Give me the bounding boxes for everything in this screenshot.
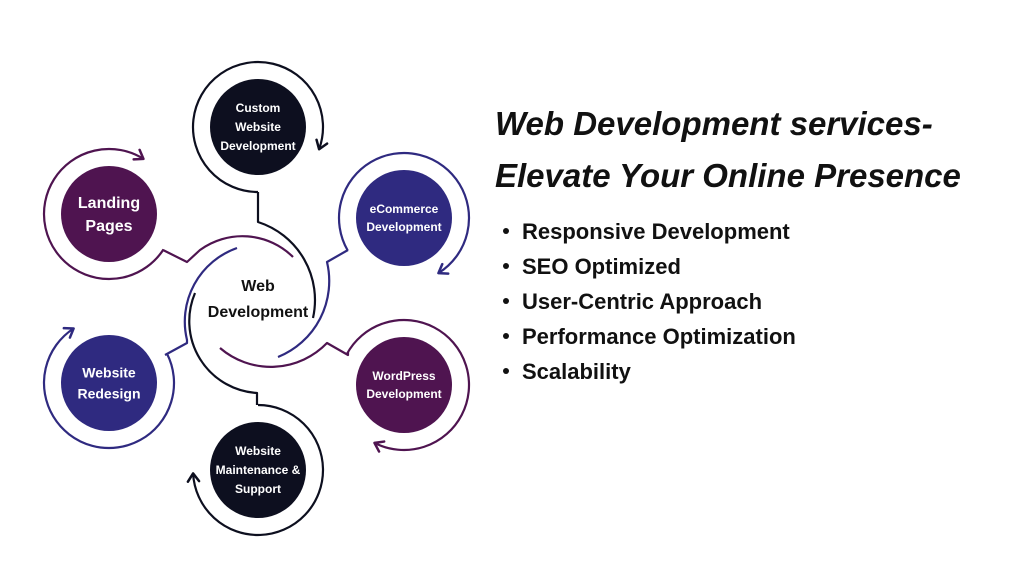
arrow-icon — [315, 138, 329, 151]
node-label: WordPress — [372, 369, 435, 383]
link-wordpress — [219, 341, 350, 368]
node-label: eCommerce — [370, 202, 439, 216]
bullet-icon — [503, 228, 509, 235]
link-ecommerce — [277, 249, 349, 359]
feature-label: Performance Optimization — [522, 324, 796, 349]
center-label-line1: Web — [241, 278, 275, 295]
feature-item: SEO Optimized — [500, 249, 796, 284]
node-label: Redesign — [77, 385, 140, 401]
node-label: Maintenance & — [216, 463, 301, 477]
feature-item: User-Centric Approach — [500, 284, 796, 319]
node-label: Website — [235, 444, 281, 458]
arrow-icon — [62, 326, 75, 339]
connector-lines — [162, 192, 350, 405]
node-label: Development — [220, 139, 295, 153]
arrow-icon — [437, 262, 450, 275]
cycle-ring — [345, 318, 471, 452]
node-circle — [61, 166, 157, 262]
center-label-line2: Development — [208, 304, 309, 321]
feature-list: Responsive Development SEO Optimized Use… — [500, 214, 796, 389]
feature-label: User-Centric Approach — [522, 289, 763, 314]
page-heading: Web Development services- Elevate Your O… — [495, 98, 961, 202]
bullet-icon — [503, 263, 509, 270]
cycle-ring — [42, 327, 176, 450]
feature-label: Scalability — [522, 359, 631, 384]
node-label: Development — [366, 387, 441, 401]
node-circle — [210, 79, 306, 175]
link-redesign — [164, 246, 238, 356]
feature-item: Performance Optimization — [500, 319, 796, 354]
node-label: Pages — [85, 218, 132, 235]
node-label: Landing — [78, 195, 140, 212]
cycle-ring — [42, 147, 165, 281]
cycle-ring — [191, 60, 325, 194]
node-label: Development — [366, 220, 441, 234]
arrow-icon — [373, 440, 386, 453]
feature-label: Responsive Development — [522, 219, 790, 244]
heading-line2: Elevate Your Online Presence — [495, 157, 961, 194]
bullet-icon — [503, 333, 509, 340]
link-landing — [162, 235, 294, 264]
arrow-icon — [132, 148, 145, 161]
feature-label: SEO Optimized — [522, 254, 681, 279]
cycle-ring — [191, 403, 325, 537]
link-maintenance — [188, 292, 259, 405]
node-circle — [61, 335, 157, 431]
link-custom — [256, 192, 317, 319]
node-label: Custom — [236, 101, 281, 115]
node-circle — [356, 337, 452, 433]
heading-line1: Web Development services- — [495, 105, 933, 142]
node-label: Support — [235, 482, 281, 496]
service-nodes: CustomWebsiteDevelopmentLandingPageseCom… — [42, 60, 471, 537]
cycle-ring — [337, 151, 471, 275]
node-label: Website — [235, 120, 281, 134]
node-label: Website — [82, 364, 136, 380]
bullet-icon — [503, 368, 509, 375]
node-circle — [210, 422, 306, 518]
feature-item: Responsive Development — [500, 214, 796, 249]
bullet-icon — [503, 298, 509, 305]
arrow-icon — [186, 472, 201, 483]
node-circle — [356, 170, 452, 266]
feature-item: Scalability — [500, 354, 796, 389]
